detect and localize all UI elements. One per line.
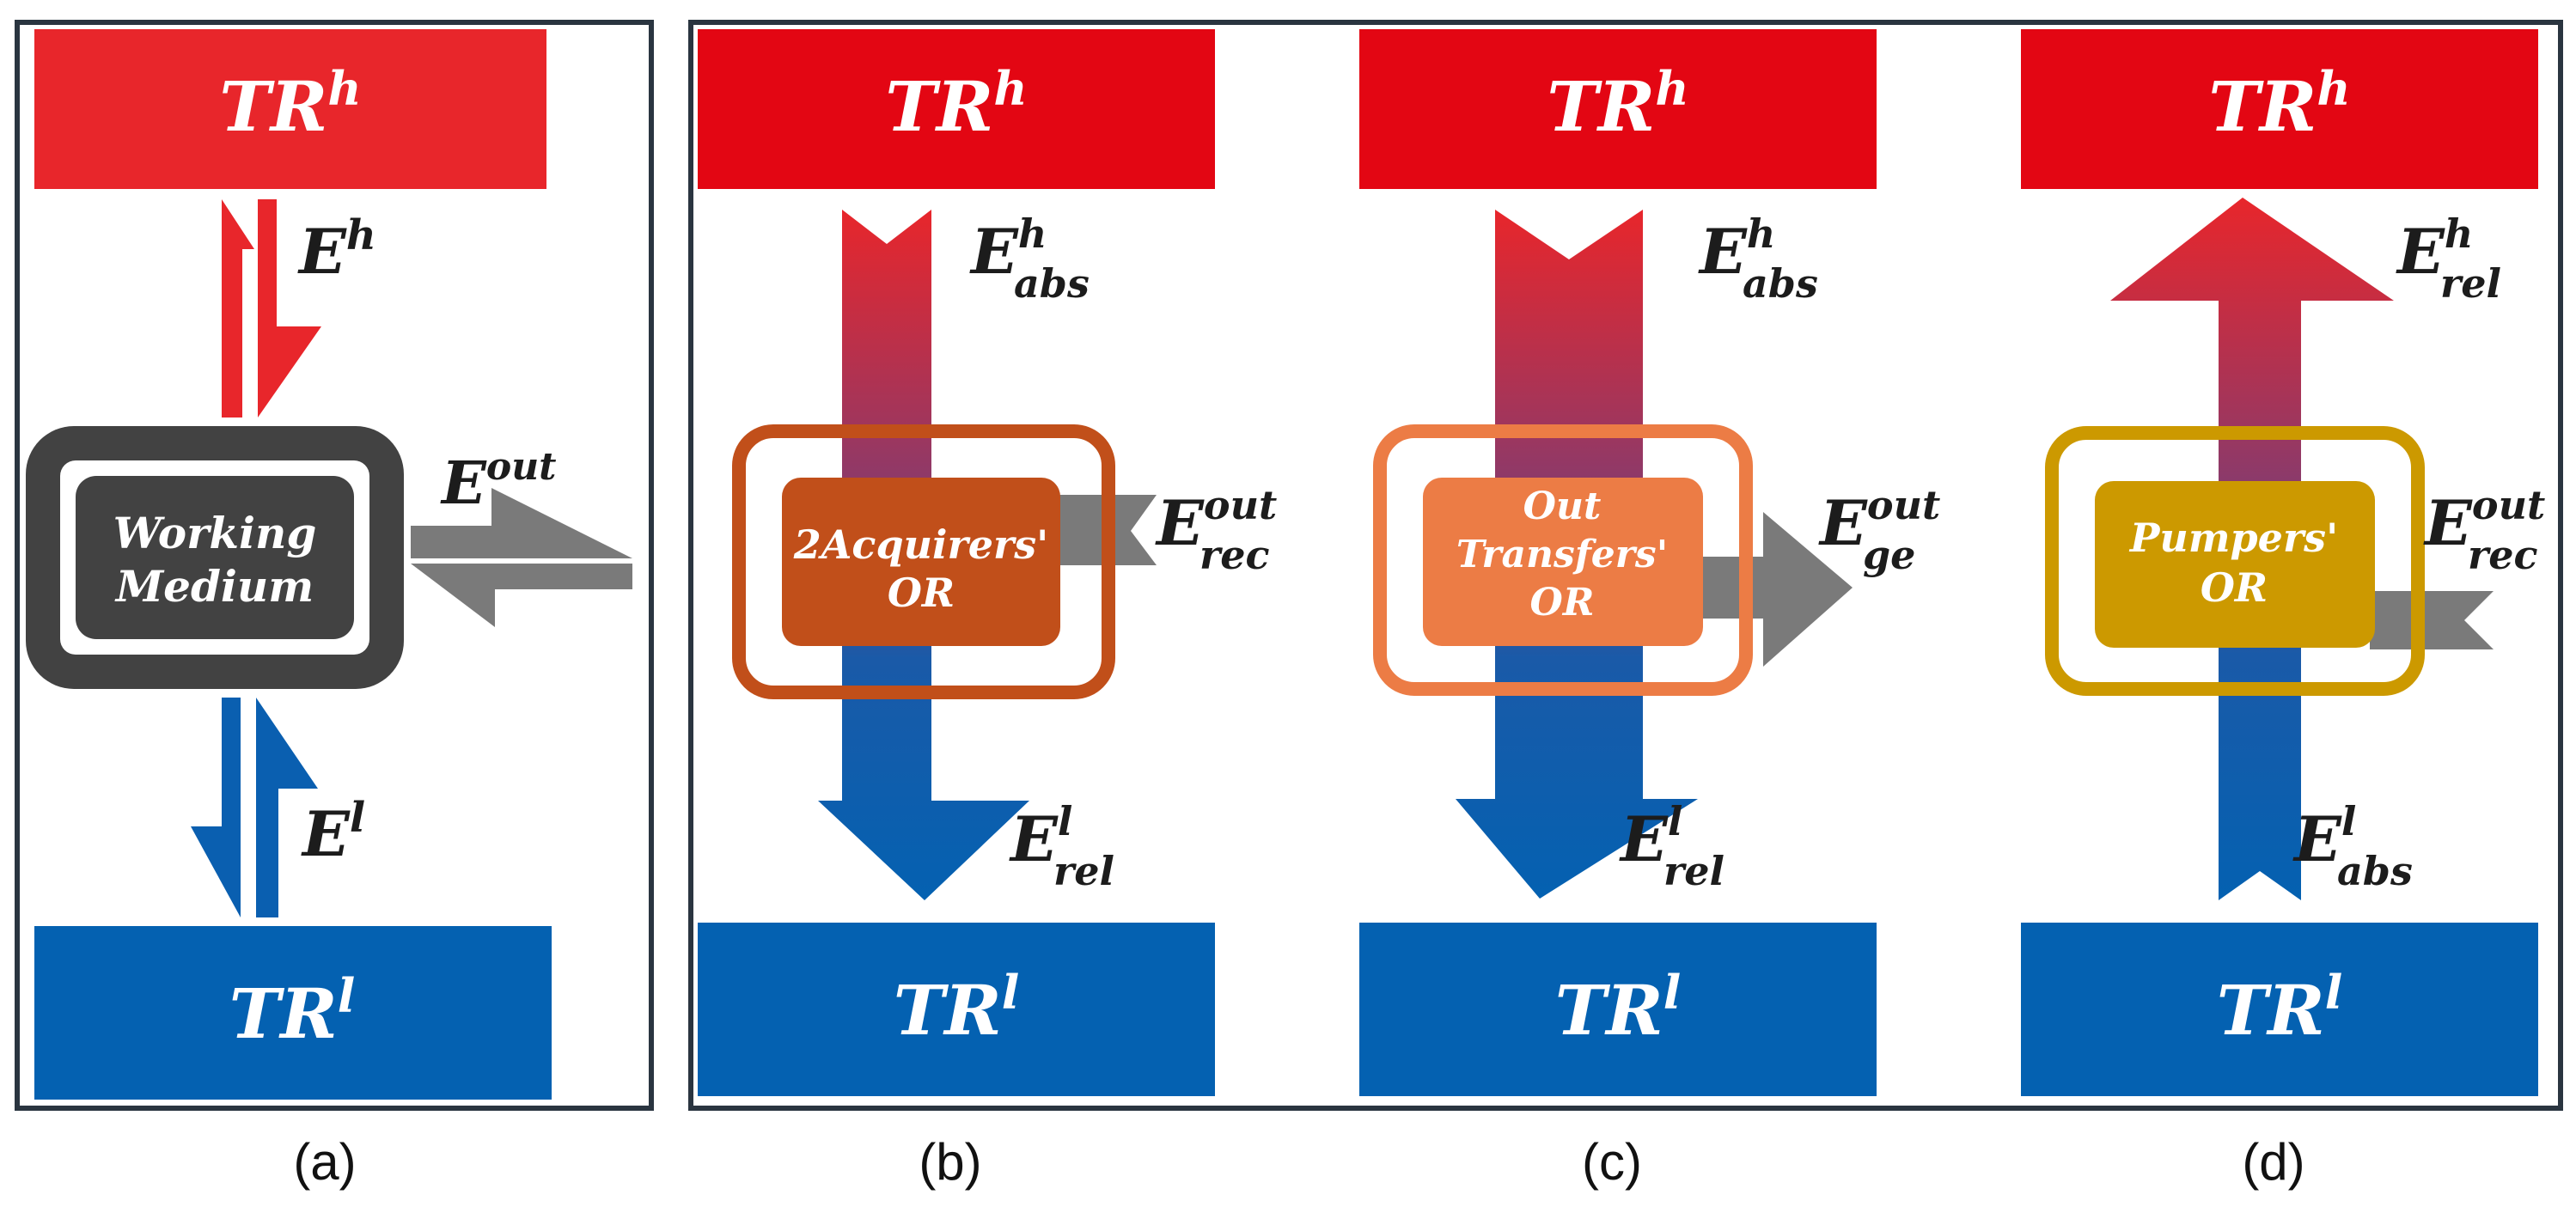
working-medium-inner xyxy=(76,476,354,639)
panel-a-hot-label: TRh xyxy=(219,61,361,147)
panel-c-cold-reservoir xyxy=(1359,923,1877,1096)
panel-b-or-outer xyxy=(732,424,1115,699)
panel-d-or-inner xyxy=(2095,481,2375,648)
caption-a: (a) xyxy=(293,1133,357,1191)
panel-a-out-right-arrow xyxy=(411,488,632,558)
panel-c-out-arrow xyxy=(1694,512,1853,667)
panel-c-cold-label: TRl xyxy=(1555,965,1682,1051)
caption-b: (b) xyxy=(919,1133,982,1191)
panel-a-cold-up-arrow xyxy=(256,698,318,917)
panel-b-or-inner xyxy=(782,478,1060,646)
panel-a-frame xyxy=(15,20,654,1111)
panel-b-cold-reservoir xyxy=(698,923,1215,1096)
panel-d-hot-label: TRh xyxy=(2208,61,2350,147)
panel-b-or-label-1: 2Acquirers' xyxy=(793,521,1049,568)
panel-c-or-outer xyxy=(1373,424,1753,696)
panel-a-cold-down-arrow xyxy=(191,698,241,917)
panel-a-hot-up-arrow xyxy=(222,199,254,418)
panel-a-label-eh: Eh xyxy=(297,211,376,288)
panel-c-or-inner xyxy=(1423,478,1703,646)
panel-d-cold-label: TRl xyxy=(2217,965,2343,1051)
panel-a-cold-reservoir xyxy=(34,926,552,1100)
panel-a-hot-down-arrow xyxy=(258,199,321,418)
panel-d-cold-reservoir xyxy=(2021,923,2538,1096)
caption-d: (d) xyxy=(2242,1133,2305,1191)
panel-b-hot-label: TRh xyxy=(885,61,1027,147)
panel-a-hot-reservoir xyxy=(34,29,546,189)
working-medium-label-2: Medium xyxy=(114,561,314,612)
panel-a-out-left-arrow xyxy=(411,564,632,627)
caption-c: (c) xyxy=(1582,1133,1642,1191)
panel-c-or-label-3: OR xyxy=(1530,581,1595,625)
panel-d-or-label-1: Pumpers' xyxy=(2128,515,2338,561)
panel-a-cold-label: TRl xyxy=(229,968,356,1054)
panel-a-label-eout: Eout xyxy=(440,445,557,518)
panel-c-hot-label: TRh xyxy=(1547,61,1688,147)
panel-b-hot-reservoir xyxy=(698,29,1215,189)
panel-b-cold-label: TRl xyxy=(894,965,1020,1051)
panel-c-or-label-1: Out xyxy=(1523,485,1602,528)
panel-d-out-arrow xyxy=(2370,591,2494,649)
panel-d-or-outer xyxy=(2045,426,2425,696)
panel-b-out-arrow xyxy=(1031,495,1157,565)
panel-c-or-label-2: Transfers' xyxy=(1456,533,1668,576)
panel-d-or-label-2: OR xyxy=(2201,564,2268,611)
panel-d-hot-reservoir xyxy=(2021,29,2538,189)
working-medium-label-1: Working xyxy=(113,508,317,558)
panel-a-label-el: El xyxy=(301,794,365,870)
panel-c-hot-reservoir xyxy=(1359,29,1877,189)
panel-bcd-frame xyxy=(688,20,2563,1111)
panel-b-or-label-2: OR xyxy=(888,570,955,616)
